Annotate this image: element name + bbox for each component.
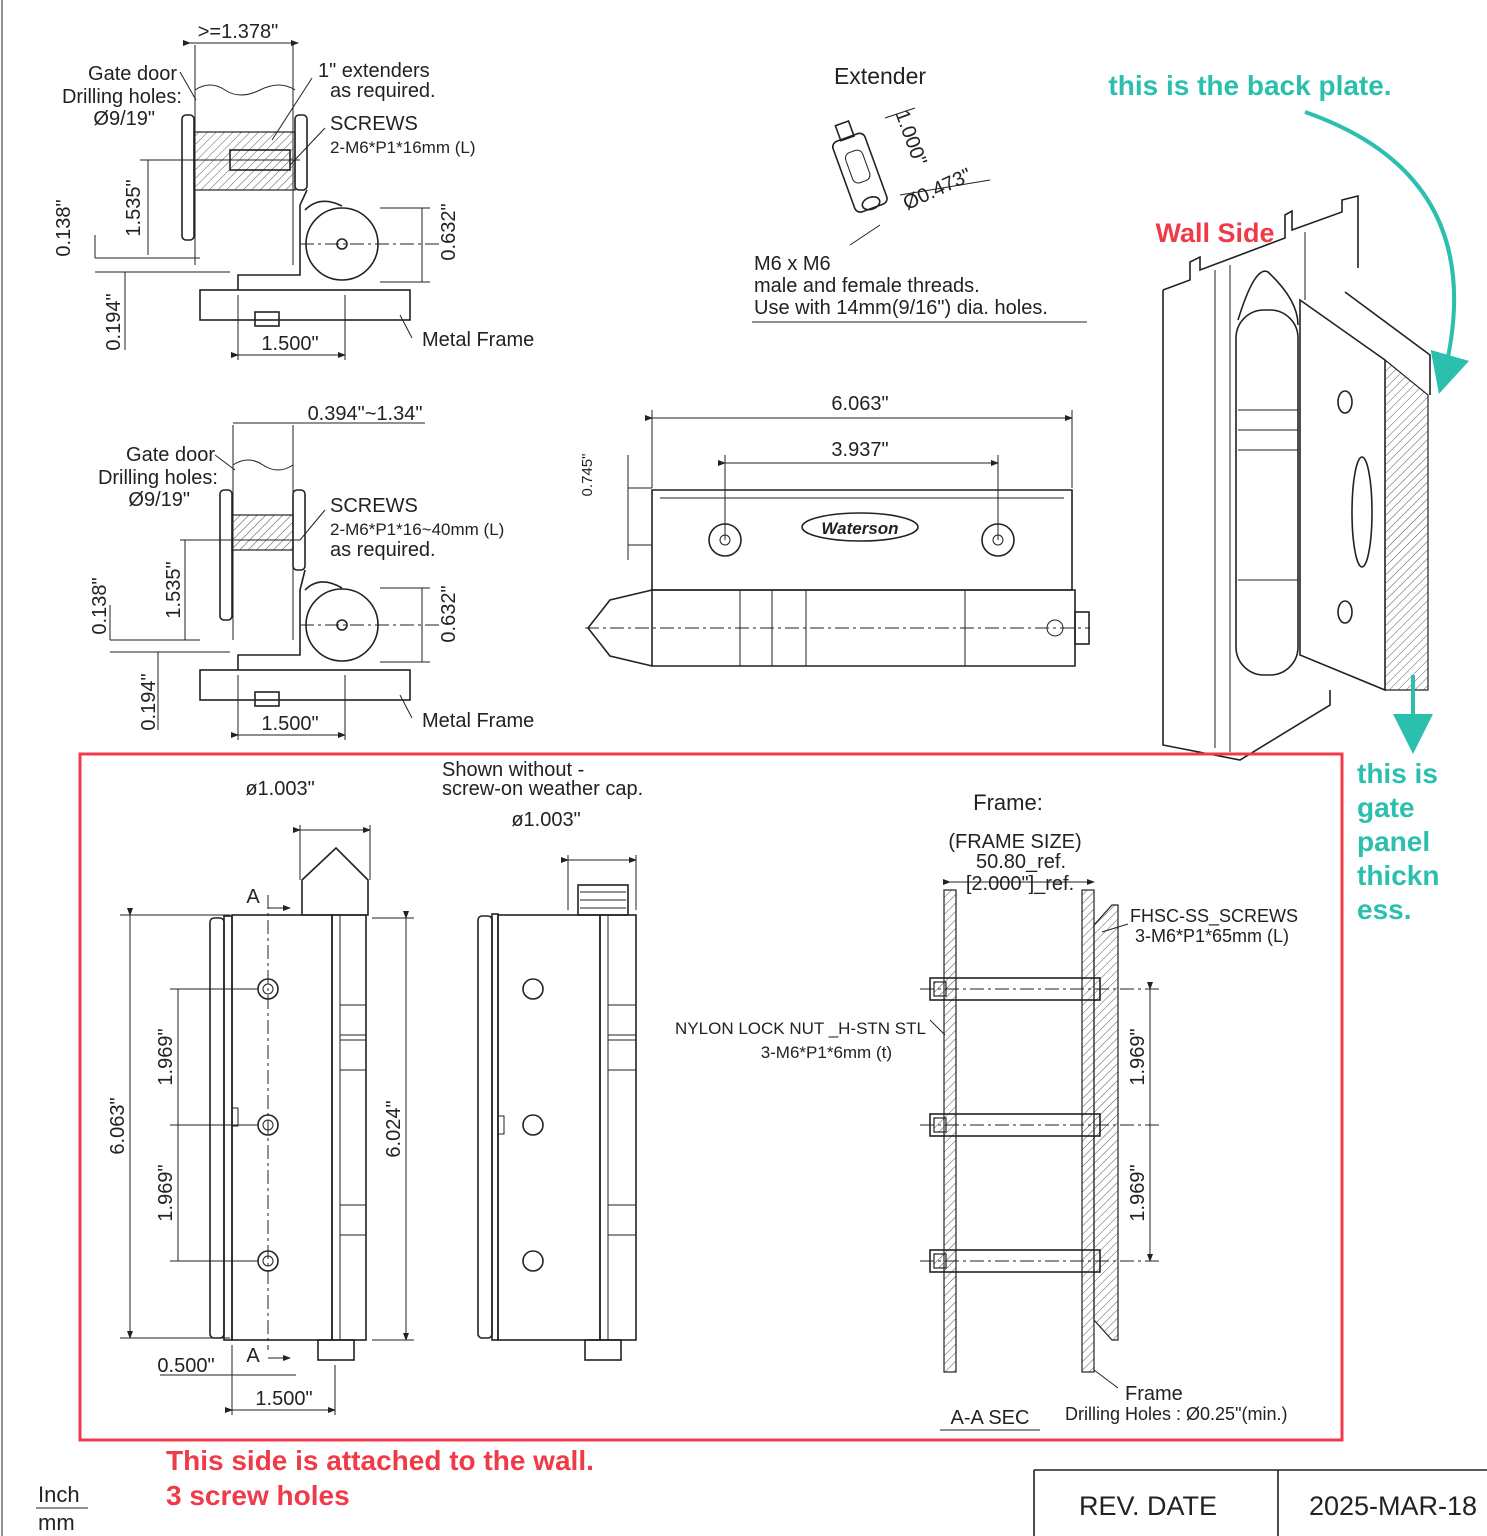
front-height-dim: 0.745" — [579, 454, 596, 497]
mid-hole-dia: Ø9/19" — [128, 489, 190, 511]
middle-cap-note-2: screw-on weather cap. — [442, 778, 643, 800]
back-plate-note: this is the back plate. — [1108, 70, 1391, 101]
wall-side-highlight-box — [78, 752, 1344, 1442]
frame-screws-label: FHSC-SS_SCREWS — [1130, 906, 1298, 927]
frame-size-mm: 50.80_ref. — [976, 851, 1066, 873]
nylon-nut-spec: 3-M6*P1*6mm (t) — [761, 1043, 892, 1062]
nylon-nut-label: NYLON LOCK NUT _H-STN STL — [675, 1019, 926, 1038]
top-dim-0194: 0.194" — [103, 293, 125, 350]
left-dim-6024: 6.024" — [383, 1100, 405, 1157]
gate-panel-note-4: thickn — [1357, 860, 1439, 891]
wall-attach-note-1: This side is attached to the wall. — [166, 1445, 594, 1476]
left-dim-0500: 0.500" — [157, 1355, 214, 1377]
top-dim-0632: 0.632" — [438, 203, 460, 260]
top-screws-spec: 2-M6*P1*16mm (L) — [330, 138, 476, 157]
front-overall-dim: 6.063" — [831, 393, 888, 415]
frame-label: Frame — [1125, 1383, 1183, 1405]
mid-dim-1535: 1.535" — [163, 561, 185, 618]
hinge-side-view-left — [120, 825, 414, 1415]
left-dim-6063: 6.063" — [107, 1097, 129, 1154]
left-dim-1500: 1.500" — [255, 1388, 312, 1410]
mid-gap-dim: 0.394"~1.34" — [308, 403, 423, 425]
mid-gate-door-label: Gate door — [126, 444, 215, 466]
hinge-front-view — [585, 410, 1090, 667]
extender-note-3: Use with 14mm(9/16") dia. holes. — [754, 297, 1048, 319]
extender-length-dim: 1.000" — [891, 107, 931, 168]
mid-dim-1500: 1.500" — [261, 713, 318, 735]
frame-dim-1969-a: 1.969" — [1127, 1028, 1149, 1085]
top-detail-drawing — [94, 40, 440, 360]
title-block — [1033, 1469, 1487, 1536]
top-extenders-note: as required. — [330, 80, 436, 102]
mid-dim-0138: 0.138" — [89, 577, 111, 634]
top-dim-0138: 0.138" — [53, 199, 75, 256]
frame-dim-1969-b: 1.969" — [1127, 1164, 1149, 1221]
extender-note-1: M6 x M6 — [754, 253, 831, 275]
frame-size-in: [2.000"]_ref. — [966, 873, 1074, 895]
gate-panel-note-2: gate — [1357, 792, 1415, 823]
mid-dim-0632: 0.632" — [438, 585, 460, 642]
gate-panel-note-5: ess. — [1357, 894, 1412, 925]
mid-dim-0194: 0.194" — [138, 673, 160, 730]
rev-date-value: 2025-MAR-18 — [1309, 1491, 1477, 1521]
left-cap-dia-dim: ø1.003" — [245, 778, 314, 800]
extender-title: Extender — [834, 63, 926, 89]
wall-side-note: Wall Side — [1155, 218, 1274, 248]
mid-screws-note: as required. — [330, 539, 436, 561]
front-hole-spacing-dim: 3.937" — [831, 439, 888, 461]
top-hole-dia: Ø9/19" — [93, 108, 155, 130]
extender-note-2: male and female threads. — [754, 275, 980, 297]
wall-attach-note-2: 3 screw holes — [166, 1480, 350, 1511]
middle-cap-note-1: Shown without - — [442, 759, 584, 781]
units-inch: Inch — [38, 1482, 80, 1507]
left-dim-1969-b: 1.969" — [155, 1164, 177, 1221]
mid-detail-drawing — [109, 422, 440, 740]
frame-drilling-holes: Drilling Holes : Ø0.25"(min.) — [1065, 1404, 1287, 1424]
top-extenders-label: 1" extenders — [318, 60, 430, 82]
gate-panel-note-1: this is — [1357, 758, 1438, 789]
left-dim-1969-a: 1.969" — [155, 1028, 177, 1085]
top-dim-1535: 1.535" — [123, 179, 145, 236]
section-aa-label: A-A SEC — [951, 1407, 1030, 1429]
hinge-side-view-middle — [477, 855, 637, 1361]
top-metal-frame-label: Metal Frame — [422, 329, 534, 351]
top-gap-dim: >=1.378" — [198, 21, 279, 43]
top-drilling-holes-label: Drilling holes: — [62, 86, 182, 108]
top-dim-1500: 1.500" — [261, 333, 318, 355]
extender-diameter-dim: Ø0.473" — [900, 164, 975, 215]
front-brand-logo: Waterson — [821, 519, 898, 538]
gate-panel-note-3: panel — [1357, 826, 1430, 857]
frame-size-label: (FRAME SIZE) — [948, 831, 1081, 853]
frame-screws-spec: 3-M6*P1*65mm (L) — [1135, 926, 1289, 946]
mid-screws-label: SCREWS — [330, 495, 418, 517]
units-mm: mm — [38, 1510, 75, 1535]
left-section-mark-bottom: A — [246, 1345, 260, 1367]
mid-drilling-holes-label: Drilling holes: — [98, 467, 218, 489]
top-screws-label: SCREWS — [330, 113, 418, 135]
back-plate-arrow — [1304, 110, 1470, 394]
middle-cap-dia-dim: ø1.003" — [511, 809, 580, 831]
frame-title: Frame: — [973, 790, 1043, 815]
hinge-iso-view — [1162, 194, 1431, 761]
left-section-mark-top: A — [246, 886, 260, 908]
rev-date-label: REV. DATE — [1079, 1491, 1217, 1521]
top-gate-door-label: Gate door — [88, 63, 177, 85]
mid-screws-spec: 2-M6*P1*16~40mm (L) — [330, 520, 504, 539]
frame-section-aa — [920, 879, 1160, 1431]
mid-metal-frame-label: Metal Frame — [422, 710, 534, 732]
extender-drawing — [752, 107, 1087, 323]
